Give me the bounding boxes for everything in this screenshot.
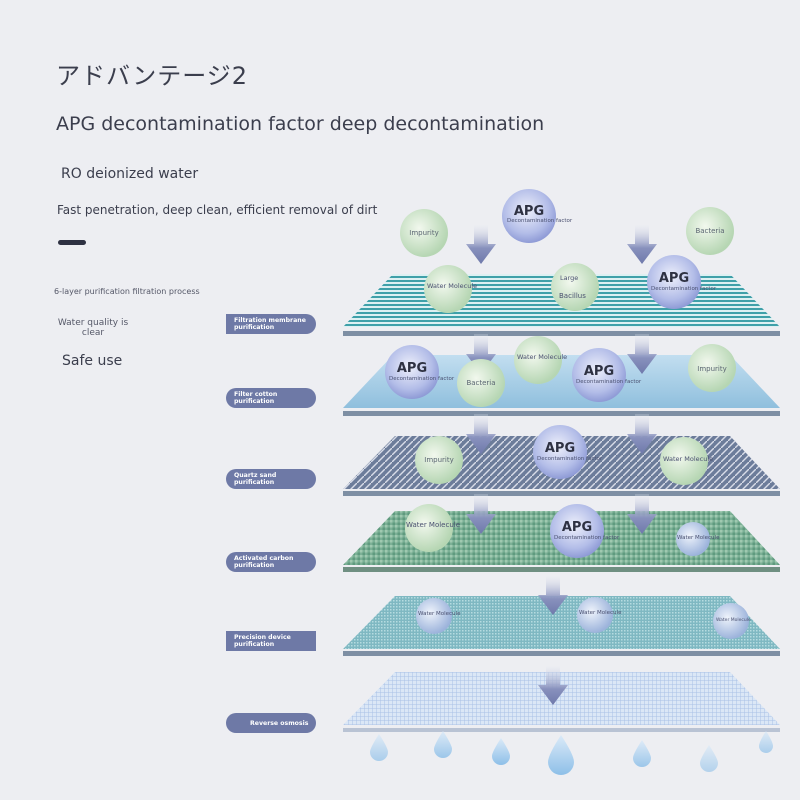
flow-arrows [466, 224, 657, 705]
bubble-apg: APG Decontamination factor [550, 504, 620, 558]
bubble-impurity: Impurity [415, 436, 463, 484]
svg-text:Water Molecule: Water Molecule [579, 610, 622, 616]
bubble-apg: APG Decontamination factor [502, 189, 573, 243]
bubble-apg: APG Decontamination factor [647, 255, 717, 309]
bubble-water-molecule: Water Molecule [514, 336, 567, 384]
layer-label-quartz: Quartz sand purification [226, 469, 316, 489]
svg-text:Decontamination factor: Decontamination factor [554, 535, 620, 541]
bubble-large-bacillus: Large Bacillus [551, 263, 599, 311]
svg-text:APG: APG [659, 271, 689, 286]
bubble-apg: APG Decontamination factor [533, 425, 603, 479]
svg-text:Water Molecule: Water Molecule [427, 282, 477, 290]
bubble-bacteria: Bacteria [686, 207, 734, 255]
layer-label-precision: Precision device purification [226, 631, 316, 651]
svg-text:Bacteria: Bacteria [466, 379, 495, 387]
water-quality-text: Water quality is clear [57, 318, 129, 338]
layer-label-ro: Reverse osmosis [226, 713, 316, 733]
ro-heading: RO deionized water [61, 166, 199, 182]
svg-text:Decontamination factor: Decontamination factor [537, 456, 603, 462]
svg-text:Bacteria: Bacteria [695, 227, 724, 235]
svg-text:Water Molecule: Water Molecule [418, 611, 461, 617]
bubble-water-molecule: Water Molecule [577, 597, 622, 633]
bubble-apg: APG Decontamination factor [385, 345, 455, 399]
bubble-impurity: Impurity [688, 344, 736, 392]
layer-ro [343, 672, 780, 732]
bubble-water-molecule: Water Molecule [416, 598, 461, 634]
svg-text:Water Molecule: Water Molecule [406, 521, 460, 529]
svg-text:Impurity: Impurity [424, 456, 453, 464]
layer-cotton [343, 355, 780, 416]
svg-text:Decontamination factor: Decontamination factor [507, 218, 573, 224]
svg-text:APG: APG [514, 204, 544, 219]
svg-text:Water Molecule: Water Molecule [517, 353, 567, 361]
layer-label-membrane: Filtration membrane purification [226, 314, 316, 334]
svg-text:APG: APG [562, 520, 592, 535]
svg-text:Decontamination factor: Decontamination factor [651, 286, 717, 292]
bubble-apg: APG Decontamination factor [572, 348, 642, 402]
svg-text:APG: APG [584, 364, 614, 379]
layer-label-carbon: Activated carbon purification [226, 552, 316, 572]
svg-text:Decontamination factor: Decontamination factor [576, 379, 642, 385]
svg-text:APG: APG [545, 441, 575, 456]
page-subtitle: APG decontamination factor deep decontam… [56, 113, 545, 135]
svg-text:Water Molecule: Water Molecule [716, 617, 751, 623]
bubble-water-molecule: Water Molecule [713, 603, 751, 639]
process-caption: 6-layer purification filtration process [54, 287, 200, 296]
bubble-water-molecule: Water Molecule [660, 437, 713, 485]
svg-text:APG: APG [397, 361, 427, 376]
page-title: アドバンテージ2 [56, 62, 248, 90]
bubble-impurity: Impurity [400, 209, 448, 257]
svg-text:Water Molecule: Water Molecule [663, 455, 713, 463]
svg-text:Impurity: Impurity [409, 229, 438, 237]
layer-label-cotton: Filter cotton purification [226, 388, 316, 408]
svg-text:Impurity: Impurity [697, 365, 726, 373]
bubble-water-molecule: Water Molecule [405, 504, 460, 552]
svg-text:Bacillus: Bacillus [559, 292, 586, 300]
svg-text:Decontamination factor: Decontamination factor [389, 376, 455, 382]
tagline: Fast penetration, deep clean, efficient … [57, 203, 378, 217]
water-drops [370, 731, 773, 775]
layer-precision [343, 596, 780, 656]
safe-use-text: Safe use [62, 353, 123, 369]
svg-text:Large: Large [560, 274, 578, 282]
bubble-water-molecule: Water Molecule [424, 265, 477, 313]
divider [58, 240, 86, 245]
svg-text:Water Molecule: Water Molecule [677, 535, 720, 541]
bubble-water-molecule: Water Molecule [676, 522, 720, 556]
bubble-bacteria: Bacteria [457, 359, 505, 407]
